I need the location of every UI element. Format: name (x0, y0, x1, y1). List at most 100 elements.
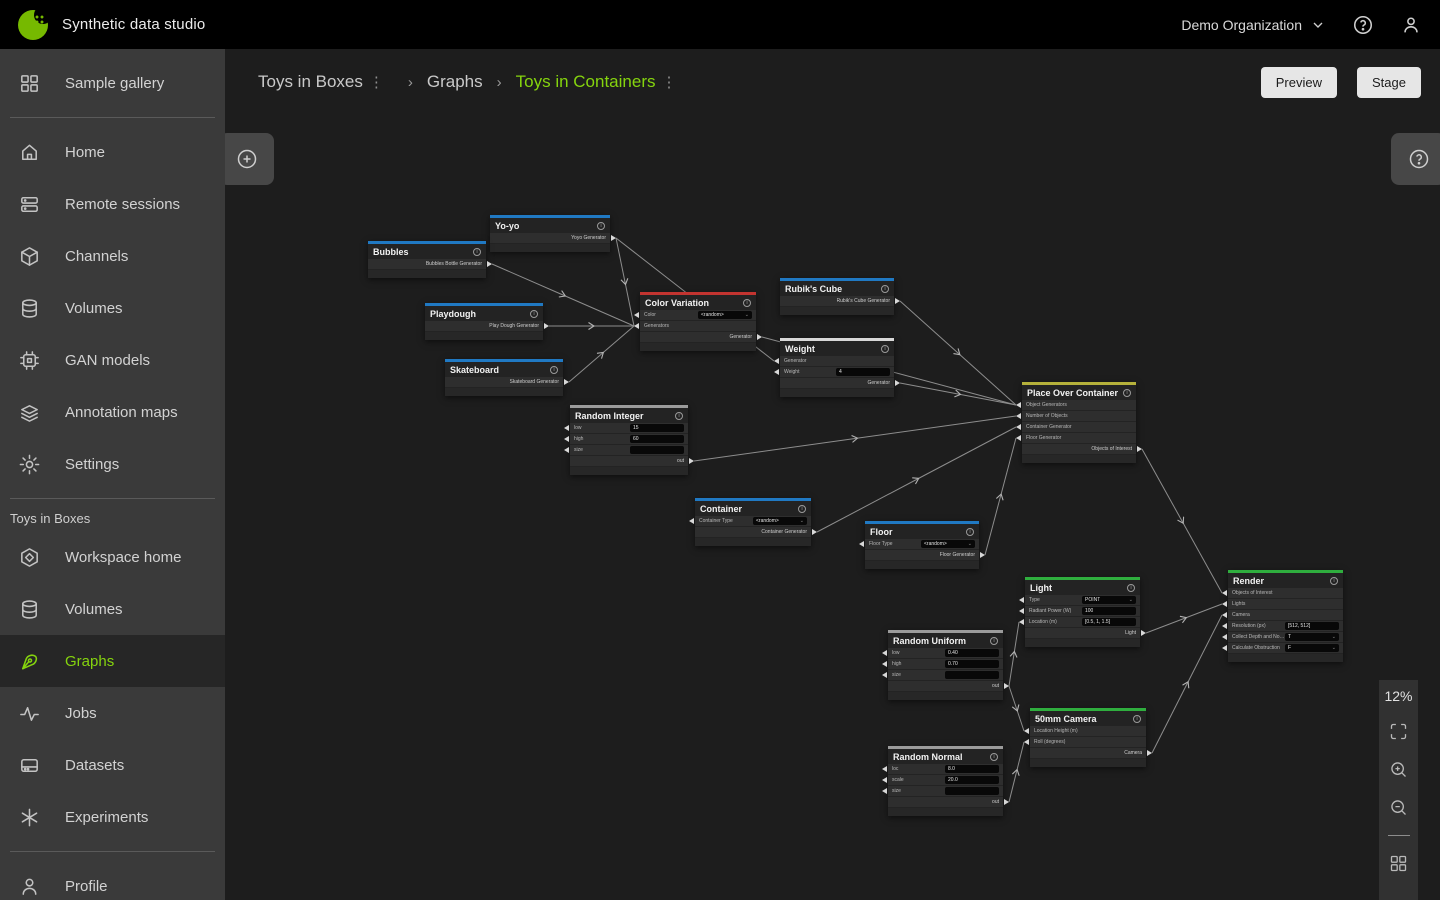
input-port-size[interactable] (564, 447, 569, 453)
breadcrumb-current-graph[interactable]: Toys in Containers (516, 72, 656, 92)
node-random-uniform[interactable]: Random Uniformilow0.40high0.70sizeout (888, 630, 1003, 700)
sidebar-item-volumes[interactable]: Volumes (0, 282, 225, 334)
sidebar-item-graphs[interactable]: Graphs (0, 635, 225, 687)
node-random-normal[interactable]: Random Normaliloc8.0scale20.0sizeout (888, 746, 1003, 816)
output-port-camera[interactable] (1147, 750, 1152, 756)
sidebar-item-sample-gallery[interactable]: Sample gallery (0, 57, 225, 109)
sidebar-item-volumes[interactable]: Volumes (0, 583, 225, 635)
node-container[interactable]: ContaineriContainer Type<random>⌄Contain… (695, 498, 811, 546)
output-port-yoyo-generator[interactable] (611, 235, 616, 241)
node-floor[interactable]: FlooriFloor Type<random>⌄Floor Generator (865, 521, 979, 569)
dropdown-container-type[interactable]: <random>⌄ (753, 517, 807, 525)
field-size[interactable] (630, 446, 684, 454)
breadcrumb-workspace[interactable]: Toys in Boxes (258, 72, 363, 92)
add-node-button[interactable] (225, 133, 274, 185)
input-port-low[interactable] (564, 425, 569, 431)
dropdown-type[interactable]: POINT⌄ (1082, 596, 1136, 604)
graph-canvas[interactable]: Toys in Boxes ⋮ › Graphs › Toys in Conta… (225, 49, 1440, 900)
input-port-size[interactable] (882, 788, 887, 794)
input-port-object-generators[interactable] (1016, 402, 1021, 408)
field-low[interactable]: 0.40 (945, 649, 999, 657)
node-info-icon[interactable]: i (675, 412, 683, 420)
input-port-weight[interactable] (774, 369, 779, 375)
node-info-icon[interactable]: i (530, 310, 538, 318)
field-size[interactable] (945, 787, 999, 795)
input-port-objects-of-interest[interactable] (1222, 590, 1227, 596)
dropdown-floor-type[interactable]: <random>⌄ (921, 540, 975, 548)
node-50mm-camera[interactable]: 50mm CameraiLocation Height (m)Roll (deg… (1030, 708, 1146, 767)
input-port-calculate-obstruction[interactable] (1222, 645, 1227, 651)
output-port-generator[interactable] (895, 380, 900, 386)
output-port-skateboard-generator[interactable] (564, 379, 569, 385)
input-port-generator[interactable] (774, 358, 779, 364)
field-high[interactable]: 60 (630, 435, 684, 443)
node-light[interactable]: LightiTypePOINT⌄Radiant Power (W)100Loca… (1025, 577, 1140, 647)
input-port-generators[interactable] (634, 323, 639, 329)
node-info-icon[interactable]: i (550, 366, 558, 374)
input-port-color[interactable] (634, 312, 639, 318)
input-port-number-of-objects[interactable] (1016, 413, 1021, 419)
sidebar-item-channels[interactable]: Channels (0, 230, 225, 282)
sidebar-item-settings[interactable]: Settings (0, 438, 225, 490)
user-account-icon[interactable] (1400, 14, 1422, 36)
node-place-over-container[interactable]: Place Over ContaineriObject GeneratorsNu… (1022, 382, 1136, 463)
sidebar-item-annotation-maps[interactable]: Annotation maps (0, 386, 225, 438)
input-port-loc[interactable] (882, 766, 887, 772)
sidebar-item-experiments[interactable]: Experiments (0, 791, 225, 843)
input-port-resolution-px[interactable] (1222, 623, 1227, 629)
sidebar-item-remote-sessions[interactable]: Remote sessions (0, 178, 225, 230)
output-port-floor-generator[interactable] (980, 552, 985, 558)
node-info-icon[interactable]: i (597, 222, 605, 230)
sidebar-item-gan-models[interactable]: GAN models (0, 334, 225, 386)
node-bubbles[interactable]: BubblesiBubbles Bottle Generator (368, 241, 486, 278)
node-info-icon[interactable]: i (1133, 715, 1141, 723)
node-info-icon[interactable]: i (990, 753, 998, 761)
field-weight[interactable]: 4 (836, 368, 890, 376)
input-port-scale[interactable] (882, 777, 887, 783)
field-low[interactable]: 15 (630, 424, 684, 432)
dropdown-calculate-obstruction[interactable]: F⌄ (1285, 644, 1339, 652)
input-port-low[interactable] (882, 650, 887, 656)
node-playdough[interactable]: PlaydoughiPlay Dough Generator (425, 303, 543, 340)
output-port-objects-of-interest[interactable] (1137, 446, 1142, 452)
output-port-container-generator[interactable] (812, 529, 817, 535)
input-port-container-generator[interactable] (1016, 424, 1021, 430)
zoom-in-icon[interactable] (1388, 759, 1409, 780)
input-port-container-type[interactable] (689, 518, 694, 524)
sidebar-item-jobs[interactable]: Jobs (0, 687, 225, 739)
stage-button[interactable]: Stage (1357, 67, 1421, 98)
input-port-roll-degrees[interactable] (1024, 739, 1029, 745)
node-info-icon[interactable]: i (743, 299, 751, 307)
breadcrumb-graphs[interactable]: Graphs (427, 72, 483, 92)
node-yo-yo[interactable]: Yo-yoiYoyo Generator (490, 215, 610, 252)
field-size[interactable] (945, 671, 999, 679)
workspace-menu-icon[interactable]: ⋮ (369, 75, 384, 90)
sidebar-item-datasets[interactable]: Datasets (0, 739, 225, 791)
output-port-generator[interactable] (757, 334, 762, 340)
node-info-icon[interactable]: i (990, 637, 998, 645)
output-port-light[interactable] (1141, 630, 1146, 636)
dropdown-collect-depth-and-normal-ma[interactable]: T⌄ (1285, 633, 1339, 641)
node-info-icon[interactable]: i (1123, 389, 1131, 397)
output-port-play-dough-generator[interactable] (544, 323, 549, 329)
dropdown-color[interactable]: <random>⌄ (698, 311, 752, 319)
sidebar-item-workspace-home[interactable]: Workspace home (0, 531, 225, 583)
input-port-high[interactable] (564, 436, 569, 442)
node-weight[interactable]: WeightiGeneratorWeight4Generator (780, 338, 894, 397)
field-resolution-px[interactable]: [512, 512] (1285, 622, 1339, 630)
node-rubik-s-cube[interactable]: Rubik's CubeiRubik's Cube Generator (780, 278, 894, 315)
org-switcher[interactable]: Demo Organization (1181, 17, 1326, 33)
node-random-integer[interactable]: Random Integerilow15high60sizeout (570, 405, 688, 475)
node-info-icon[interactable]: i (1127, 584, 1135, 592)
input-port-lights[interactable] (1222, 601, 1227, 607)
preview-button[interactable]: Preview (1261, 67, 1337, 98)
node-skateboard[interactable]: SkateboardiSkateboard Generator (445, 359, 563, 396)
field-scale[interactable]: 20.0 (945, 776, 999, 784)
input-port-high[interactable] (882, 661, 887, 667)
input-port-location-m[interactable] (1019, 619, 1024, 625)
node-info-icon[interactable]: i (881, 285, 889, 293)
minimap-grid-icon[interactable] (1388, 853, 1409, 874)
input-port-location-height-m[interactable] (1024, 728, 1029, 734)
zoom-out-icon[interactable] (1388, 797, 1409, 818)
fit-to-screen-icon[interactable] (1388, 721, 1409, 742)
